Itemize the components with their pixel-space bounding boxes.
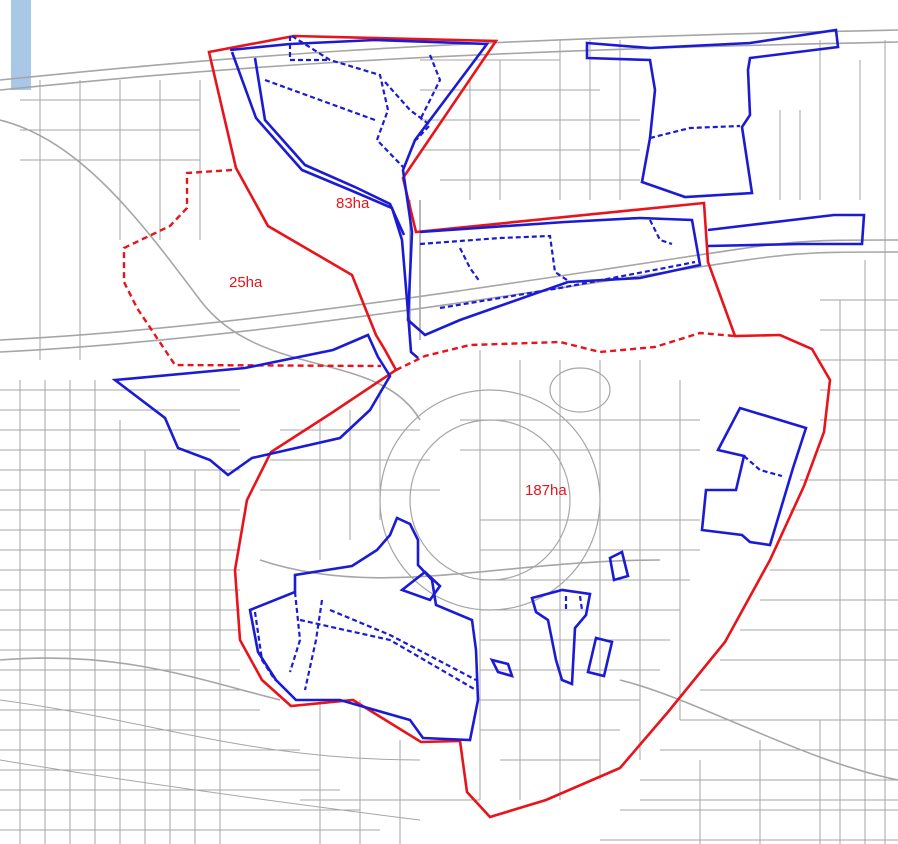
blue-boundaries bbox=[111, 28, 866, 742]
roundabout-road bbox=[379, 367, 611, 611]
blue-dashed-south-center bbox=[564, 595, 584, 611]
blue-area-south-center bbox=[530, 588, 592, 686]
blue-area-northeast bbox=[585, 28, 840, 199]
blue-area-southwest-small bbox=[399, 570, 442, 602]
street-block-pattern-west bbox=[0, 380, 380, 844]
blue-dashed-east bbox=[743, 455, 783, 478]
area-label-83ha: 83ha bbox=[336, 195, 370, 212]
blue-area-west bbox=[111, 333, 392, 477]
water-body bbox=[11, 0, 31, 90]
red-dashed-boundaries bbox=[122, 168, 736, 372]
blue-dashed-southwest bbox=[253, 591, 477, 691]
blue-dashed-boundaries bbox=[253, 35, 783, 691]
blue-area-north-loop bbox=[230, 51, 419, 359]
blue-dashed-north-rail bbox=[419, 219, 696, 310]
blue-area-south-small-1 bbox=[586, 636, 614, 678]
blue-dashed-northeast bbox=[649, 124, 741, 140]
blue-area-south-small-2 bbox=[608, 550, 630, 582]
area-label-25ha: 25ha bbox=[229, 274, 263, 291]
blue-area-south-small-3 bbox=[489, 658, 515, 678]
area-label-187ha: 187ha bbox=[525, 482, 567, 499]
blue-area-southwest bbox=[248, 516, 480, 742]
street-block-pattern-east bbox=[600, 40, 898, 844]
blue-dashed-north bbox=[264, 35, 442, 169]
red-dashed-boundary-west bbox=[122, 168, 382, 368]
street-network bbox=[0, 29, 898, 844]
blue-area-east-strip bbox=[707, 213, 866, 248]
red-dashed-boundary-center bbox=[395, 331, 736, 372]
street-block-pattern-north bbox=[20, 40, 640, 360]
blue-area-east bbox=[700, 406, 808, 547]
street-block-pattern-south bbox=[0, 699, 898, 844]
